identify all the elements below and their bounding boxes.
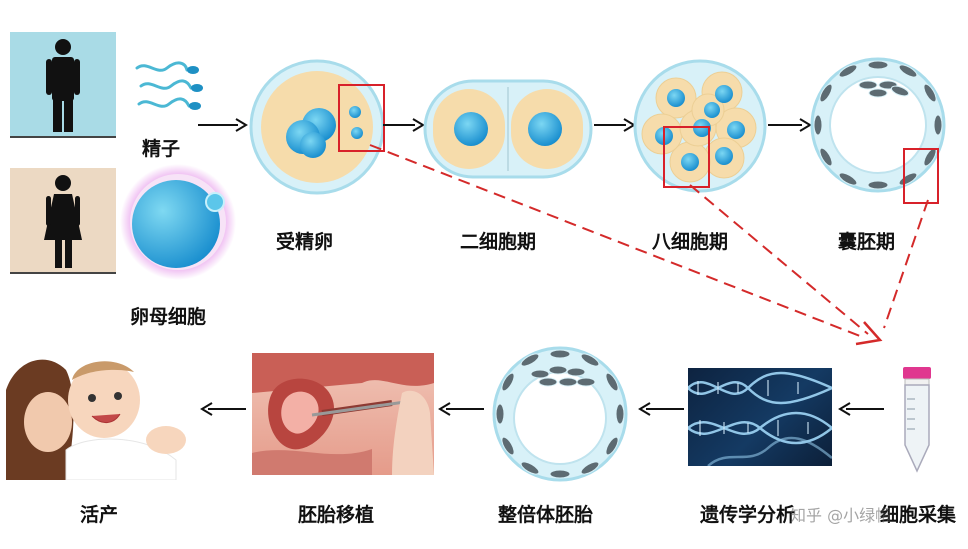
female-figure-icon <box>10 168 116 272</box>
dna-panel <box>688 368 832 466</box>
female-panel <box>10 168 116 274</box>
arrow-to-zygote <box>198 118 248 132</box>
embryo-transfer-illustration <box>252 353 434 475</box>
male-panel <box>10 32 116 138</box>
zygote-label: 受精卵 <box>276 227 333 254</box>
arrow-to-live-birth <box>200 402 248 416</box>
watermark: 知乎 @小绿帽 <box>790 502 891 526</box>
sample-collection-label: 细胞采集 <box>880 500 956 527</box>
highlight-box-zygote <box>338 84 385 152</box>
mother-baby-photo <box>6 350 196 480</box>
arrow-to-blastocyst <box>768 118 812 132</box>
eight-cell-label: 八细胞期 <box>652 227 728 254</box>
uterus-icon <box>252 353 434 475</box>
arrow-to-two-cell <box>383 118 425 132</box>
embryo-transfer-label: 胚胎移植 <box>298 500 374 527</box>
male-figure-icon <box>10 32 116 136</box>
live-birth-label: 活产 <box>80 500 118 527</box>
two-cell-embryo-icon <box>423 79 593 179</box>
arrow-to-euploid-embryo <box>638 402 686 416</box>
highlight-box-blastocyst <box>903 148 939 204</box>
euploid-embryo-icon <box>490 344 630 484</box>
egg-cell-icon <box>118 162 238 282</box>
two-cell-label: 二细胞期 <box>460 227 536 254</box>
blastocyst-label: 囊胚期 <box>838 227 895 254</box>
genetic-analysis-label: 遗传学分析 <box>700 500 795 527</box>
sample-tube-icon <box>897 365 937 475</box>
euploid-embryo-label: 整倍体胚胎 <box>498 500 593 527</box>
sperm-label: 精子 <box>142 134 180 161</box>
arrow-to-embryo-transfer <box>438 402 486 416</box>
dna-helix-icon <box>688 368 832 466</box>
mother-baby-icon <box>6 350 196 480</box>
arrow-to-genetic-analysis <box>838 402 886 416</box>
egg-label: 卵母细胞 <box>130 302 206 329</box>
highlight-box-eight-cell <box>663 126 710 188</box>
arrow-to-eight-cell <box>594 118 636 132</box>
